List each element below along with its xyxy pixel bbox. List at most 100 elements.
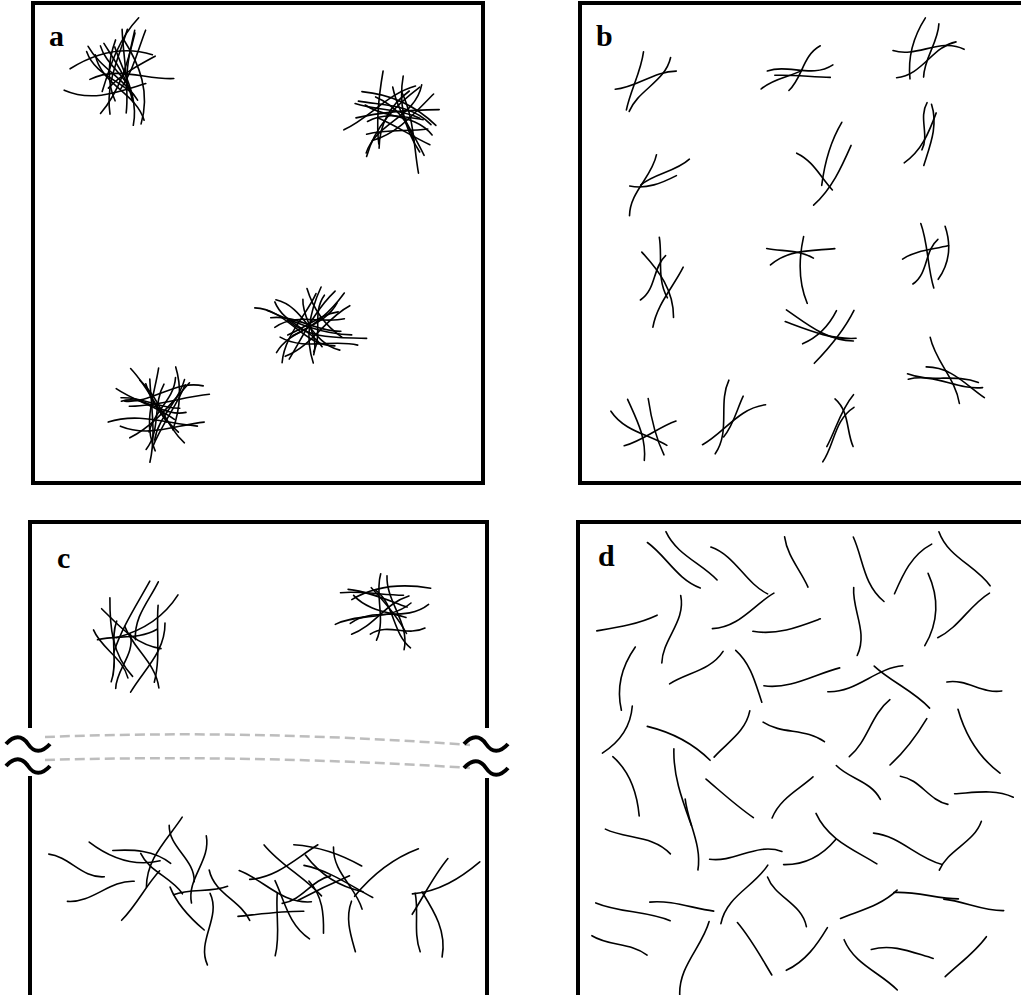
fiber — [784, 839, 836, 864]
fiber — [737, 923, 771, 975]
fiber — [945, 937, 986, 977]
fiber — [715, 380, 729, 454]
fiber — [109, 40, 115, 101]
fiber — [628, 399, 645, 460]
fiber — [624, 421, 676, 446]
fiber — [771, 249, 835, 265]
fiber — [712, 593, 774, 629]
fiber — [630, 176, 677, 187]
fiber — [174, 886, 228, 895]
fiber — [922, 103, 927, 150]
fiber — [104, 43, 133, 101]
panel-frame — [33, 3, 483, 483]
fiber — [871, 947, 933, 958]
fiber — [153, 385, 186, 447]
fiber — [650, 902, 714, 911]
fiber — [768, 877, 807, 927]
fiber — [900, 776, 948, 804]
fiber — [814, 310, 854, 363]
fiber — [662, 596, 682, 664]
fiber — [767, 65, 833, 71]
fiber — [592, 936, 647, 955]
fiber — [841, 890, 898, 918]
fiber — [786, 928, 827, 971]
fiber — [366, 85, 422, 153]
fiber — [377, 574, 381, 641]
fiber — [836, 766, 880, 800]
fiber — [94, 630, 128, 678]
break-tilde — [464, 737, 508, 775]
panel-letter: a — [47, 20, 66, 52]
fiber — [895, 544, 932, 594]
fiber — [761, 70, 802, 89]
fiber — [703, 405, 766, 445]
fiber — [958, 709, 1000, 773]
panel-frame — [578, 522, 1021, 995]
fiber — [710, 849, 782, 860]
fiber — [921, 224, 934, 288]
fiber — [800, 237, 807, 304]
fiber — [685, 799, 698, 870]
fiber — [854, 588, 862, 656]
fiber — [955, 792, 1014, 797]
fiber — [371, 588, 406, 634]
fiber — [205, 893, 214, 965]
fiber — [903, 246, 949, 260]
fiber — [938, 226, 949, 279]
fiber — [250, 845, 318, 880]
fiber — [275, 302, 322, 347]
fiber — [70, 51, 152, 69]
fiber — [642, 252, 674, 317]
fiber — [393, 87, 424, 155]
fiber — [412, 862, 479, 894]
fiber — [925, 573, 936, 645]
panel-letter: c — [55, 542, 72, 574]
fiber — [947, 681, 1002, 691]
fiber — [924, 24, 939, 77]
fiber — [113, 850, 171, 863]
fiber — [271, 317, 341, 331]
fiber — [209, 870, 250, 920]
fiber — [335, 603, 411, 624]
fiber — [110, 598, 133, 677]
panel-letter: b — [594, 20, 615, 52]
fiber — [309, 881, 324, 933]
break-line — [45, 758, 470, 768]
fiber — [67, 881, 134, 901]
fiber — [131, 369, 167, 423]
fiber — [680, 922, 709, 995]
fiber — [90, 73, 174, 79]
fiber — [724, 396, 744, 437]
fiber — [890, 719, 927, 765]
fiber — [714, 711, 750, 757]
fiber — [816, 813, 877, 864]
fiber — [333, 847, 362, 909]
fiber — [122, 871, 160, 921]
fiber — [615, 71, 676, 89]
fiber — [49, 854, 105, 877]
fiber — [849, 700, 890, 757]
fiber — [772, 777, 813, 818]
fiber — [939, 532, 990, 586]
fiber — [764, 668, 840, 686]
fiber — [653, 267, 683, 327]
fiber — [597, 615, 657, 631]
fiber — [785, 537, 808, 587]
fiber — [605, 829, 670, 854]
fiber — [238, 911, 304, 916]
fiber — [191, 836, 207, 903]
fiber — [294, 845, 362, 866]
fiber — [930, 337, 959, 403]
fiber — [87, 52, 134, 95]
fiber — [814, 145, 852, 205]
fiber — [924, 104, 934, 165]
fiber — [939, 821, 981, 870]
fiber — [670, 651, 724, 684]
fiber — [706, 779, 753, 818]
fiber — [150, 379, 153, 462]
fiber — [596, 903, 670, 921]
fiber — [304, 865, 373, 897]
fiber — [721, 865, 768, 924]
fibers — [49, 18, 1014, 995]
